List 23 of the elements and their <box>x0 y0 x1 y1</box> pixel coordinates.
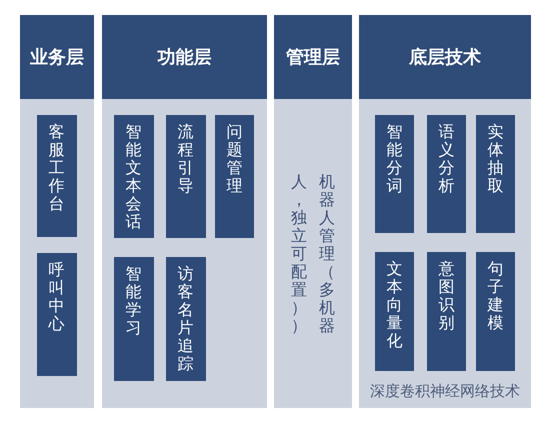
module-box: 意图识别 <box>427 252 466 371</box>
module-box: 问题管理 <box>215 115 254 238</box>
module-box: 呼叫中心 <box>37 253 77 376</box>
module-box: 客服工作台 <box>37 115 77 237</box>
layer-header: 功能层 <box>102 15 267 99</box>
layer-header: 业务层 <box>20 15 94 99</box>
module-box: 访客名片追踪 <box>166 257 206 381</box>
layer-column <box>102 15 267 408</box>
layer-column <box>20 15 94 408</box>
layer-column <box>359 15 531 408</box>
module-box: 句子建模 <box>476 252 515 371</box>
module-box: 实体抽取 <box>476 115 515 233</box>
module-box: 语义分析 <box>427 115 466 233</box>
layer-description: 机器人管理（多机器人，独立可配置）） <box>291 172 335 334</box>
module-box: 流程引导 <box>166 115 206 238</box>
module-box: 智能文本会话 <box>114 115 154 238</box>
module-box: 智能学习 <box>114 257 154 381</box>
layer-header: 底层技术 <box>359 15 531 99</box>
module-box: 文本向量化 <box>375 252 414 371</box>
layer-column <box>274 15 352 408</box>
technology-caption: 深度卷积神经网络技术 <box>370 381 520 401</box>
module-box: 智能分词 <box>375 115 414 233</box>
layer-header: 管理层 <box>274 15 352 99</box>
